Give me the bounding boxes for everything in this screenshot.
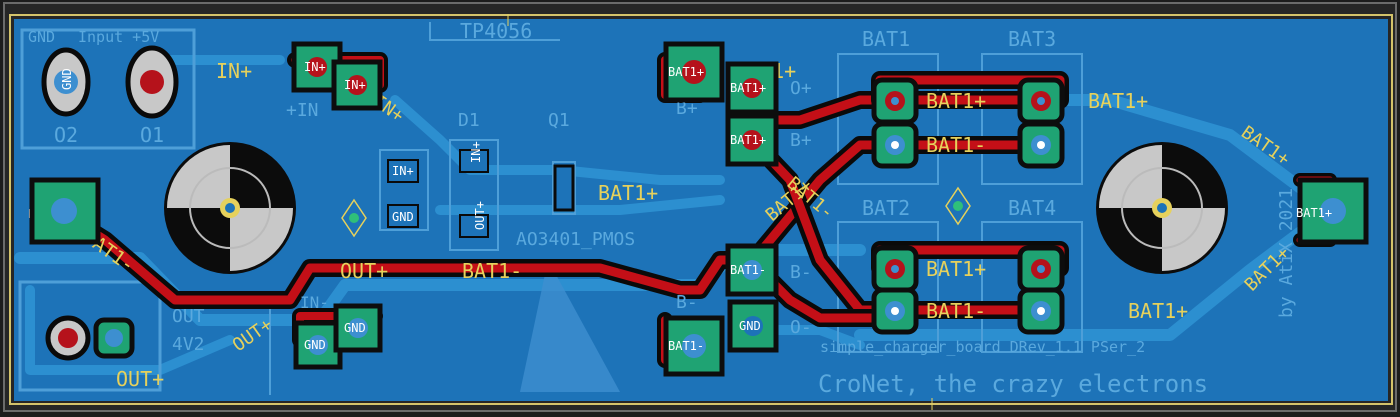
label-b-minus: B-: [790, 262, 812, 283]
pad-bat1-minus-left[interactable]: [29, 177, 101, 245]
net-label-in-plus: IN+: [216, 59, 252, 83]
label-out: OUT: [172, 306, 205, 327]
pad-label-in-plus-1: IN+: [304, 60, 326, 74]
smd-pad-q1[interactable]: [553, 164, 575, 212]
pad-label-bat1-plus-c2: BAT1+: [730, 133, 766, 147]
label-4v2: 4V2: [172, 334, 205, 355]
smd-pad-in-plus[interactable]: IN+: [387, 159, 419, 183]
pad-out-gnd-2[interactable]: GND: [333, 303, 383, 353]
net-label-bat1-plus-center: BAT1+: [598, 181, 658, 205]
pad-label-gnd-out-2: GND: [344, 321, 366, 335]
net-label-bat1-plus-4: BAT1+: [1128, 299, 1188, 323]
label-input-5v: Input +5V: [78, 28, 159, 46]
label-o2: O2: [54, 123, 78, 147]
smd-label-d1-bottom: OUT+: [473, 201, 487, 230]
pad-bat1-plus-c1[interactable]: BAT1+: [725, 61, 779, 115]
pad-label-gnd: GND: [60, 68, 74, 90]
pad-label-bat1-plus-right: BAT1+: [1296, 206, 1332, 220]
pad-label-in-plus-2: IN+: [344, 78, 366, 92]
back-silkscreen: simple_charger_board DRev_1.1 PSer_2: [18, 22, 1145, 395]
smd-pad-d1-top[interactable]: IN+: [459, 141, 489, 173]
smd-pad-d1-bottom[interactable]: OUT+: [459, 201, 489, 238]
smd-label-d1-top: IN+: [469, 141, 483, 163]
pad-in-plus-2[interactable]: IN+: [331, 59, 383, 111]
slogan-text: CroNet, the crazy electrons: [818, 370, 1208, 398]
pad-label-gnd-out-1: GND: [304, 338, 326, 352]
battery-pad-bat1-plus[interactable]: [871, 77, 919, 125]
pad-b-plus-main[interactable]: BAT1+: [663, 41, 725, 103]
credit-text: by AtiX 2021: [1276, 188, 1297, 318]
mounting-hole-right: [1096, 142, 1228, 274]
label-d1: D1: [458, 110, 480, 131]
pad-label-b-minus-main: BAT1-: [668, 339, 704, 353]
smd-label-in-plus: IN+: [392, 164, 414, 178]
via-left: [341, 198, 367, 238]
via-right: [945, 186, 971, 226]
pad-out-connector-2[interactable]: [93, 317, 135, 359]
battery-pad-bat4-minus[interactable]: [1017, 287, 1065, 335]
pad-label-b-plus-main: BAT1+: [668, 65, 704, 79]
net-label-bat1-minus-2: BAT1-: [926, 299, 986, 323]
pad-out-gnd-1[interactable]: GND: [293, 320, 343, 370]
pad-label-bat1-minus-c: BAT1-: [730, 263, 766, 277]
label-q1-value: AO3401_PMOS: [516, 229, 635, 250]
pad-out-connector-1[interactable]: [45, 315, 91, 361]
pad-bat1-minus-c[interactable]: BAT1-: [725, 243, 779, 297]
battery-pad-bat4-plus[interactable]: [1017, 245, 1065, 293]
pad-input-o1[interactable]: [125, 45, 179, 119]
label-b-plus: B+: [676, 98, 698, 119]
label-bat1: BAT1: [862, 27, 910, 51]
label-b-plus-2: B+: [790, 130, 812, 151]
chip-label-tp4056: TP4056: [460, 19, 532, 43]
label-in-minus: IN-: [300, 293, 329, 312]
label-bat4: BAT4: [1008, 196, 1056, 220]
label-o-plus: O+: [790, 78, 812, 99]
net-label-out-plus: OUT+: [340, 259, 388, 283]
net-label-out-plus-bottom: OUT+: [116, 367, 164, 391]
pad-gnd-c[interactable]: GND: [727, 299, 779, 353]
label-bat3: BAT3: [1008, 27, 1056, 51]
label-o-minus: O-: [790, 317, 812, 338]
battery-pad-bat3-minus[interactable]: [1017, 121, 1065, 169]
pad-bat1-plus-c2[interactable]: BAT1+: [725, 113, 779, 167]
pad-input-o2[interactable]: GND: [41, 47, 91, 117]
net-label-bat1-minus-center: BAT1-: [462, 259, 522, 283]
label-gnd: GND: [28, 28, 55, 46]
smd-label-gnd: GND: [392, 210, 414, 224]
pad-bat1-plus-right[interactable]: BAT1+: [1296, 177, 1369, 245]
front-silkscreen: GND Input +5V O2 O1 IN+ TP4056 +IN IN+ D…: [28, 19, 1297, 398]
smd-pad-gnd[interactable]: GND: [387, 204, 419, 228]
pad-label-gnd-c: GND: [739, 319, 761, 333]
pad-b-minus-main[interactable]: BAT1-: [663, 315, 725, 377]
label-bat2: BAT2: [862, 196, 910, 220]
label-b-minus-2: B-: [676, 292, 698, 313]
net-label-bat1-plus-1: BAT1+: [926, 89, 986, 113]
net-label-bat1-plus-2: BAT1+: [926, 257, 986, 281]
battery-pad-bat2-plus[interactable]: [871, 245, 919, 293]
label-q1: Q1: [548, 110, 570, 131]
net-label-bat1-minus-1: BAT1-: [926, 133, 986, 157]
battery-pad-bat3-plus[interactable]: [1017, 77, 1065, 125]
net-label-bat1-plus-3: BAT1+: [1088, 89, 1148, 113]
label-o1: O1: [140, 123, 164, 147]
label-plus-in: +IN: [286, 100, 319, 121]
battery-pad-bat1-minus[interactable]: [871, 121, 919, 169]
board-edge-cuts: [9, 14, 1393, 405]
battery-pad-bat2-minus[interactable]: [871, 287, 919, 335]
esd-logo-icon: [520, 260, 620, 392]
pad-label-bat1-plus-c1: BAT1+: [730, 81, 766, 95]
mounting-hole-left: [164, 142, 296, 274]
project-info-back: simple_charger_board DRev_1.1 PSer_2: [820, 338, 1145, 356]
